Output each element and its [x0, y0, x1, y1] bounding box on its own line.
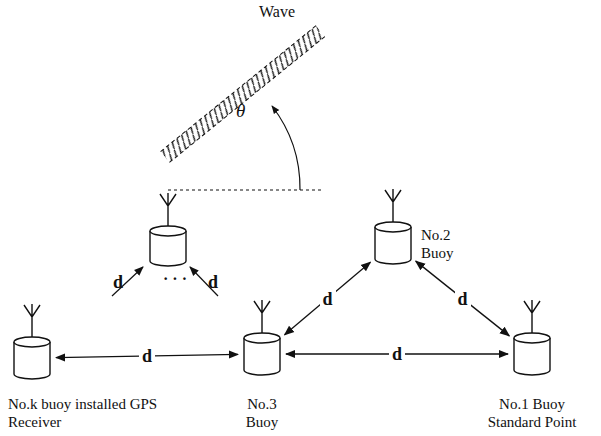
- antenna: [160, 193, 176, 226]
- buoy-label: No.1 Buoy Standard Point: [473, 395, 591, 431]
- spacing-label: d: [319, 290, 335, 308]
- wave-band: [161, 26, 325, 163]
- spacing-arrow: [112, 267, 143, 296]
- spacing-label: d: [389, 345, 405, 363]
- buoy-label: No.2 Buoy: [421, 226, 475, 262]
- buoy-symbol: [514, 333, 550, 375]
- buoy-node: No.k buoy installed GPS Receiver: [14, 337, 50, 379]
- reference-line: [168, 189, 322, 190]
- angle-symbol: θ: [236, 100, 245, 122]
- spacing-label: d: [139, 347, 155, 365]
- buoy-top: [14, 337, 50, 347]
- buoy-symbol: [150, 193, 186, 266]
- buoy-top: [150, 226, 186, 236]
- spacing-arrow: [190, 267, 218, 296]
- buoy-node: No.3 Buoy: [244, 333, 280, 375]
- spacing-label: d: [113, 272, 123, 293]
- buoy-symbol: [244, 333, 280, 375]
- buoy-node: No.2 Buoy: [375, 222, 411, 264]
- buoy-top: [514, 333, 550, 343]
- buoy-label: No.3 Buoy: [236, 395, 288, 431]
- buoy-top: [244, 333, 280, 343]
- ellipsis-mark: · · ·: [163, 270, 187, 288]
- wave-label: Wave: [259, 3, 295, 21]
- spacing-label: d: [454, 290, 470, 308]
- angle-arc: [272, 106, 300, 190]
- spacing-label: d: [208, 272, 218, 293]
- buoy-node: No.1 Buoy Standard Point: [514, 333, 550, 375]
- antenna: [24, 304, 40, 337]
- buoy-label: No.k buoy installed GPS Receiver: [8, 395, 173, 431]
- spacing-arrow: [285, 262, 371, 335]
- buoy-symbol: [375, 222, 411, 264]
- antenna: [524, 300, 540, 333]
- antenna: [254, 300, 270, 333]
- antenna: [385, 189, 401, 222]
- buoy-top: [375, 222, 411, 232]
- spacing-arrow: [416, 261, 510, 336]
- buoy-symbol: [14, 337, 50, 379]
